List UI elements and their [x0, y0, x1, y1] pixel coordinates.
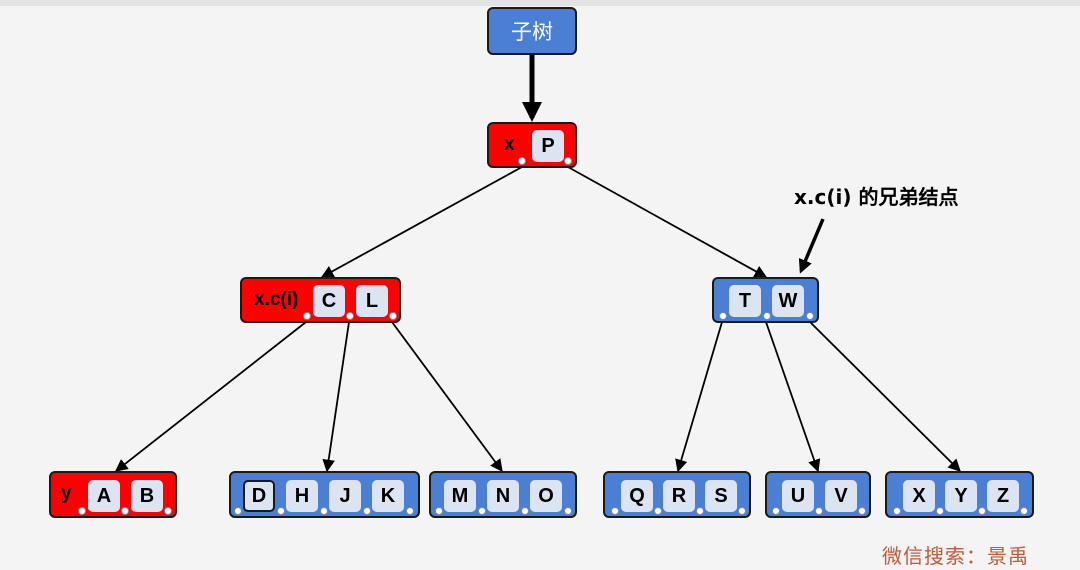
child-pointer	[406, 507, 414, 515]
sibling-annotation: x.c(i) 的兄弟结点	[794, 185, 959, 209]
child-pointer	[164, 507, 172, 515]
top-border	[0, 0, 1080, 6]
child-pointer	[719, 312, 727, 320]
node-label: x	[504, 134, 515, 155]
node-x: x P	[487, 122, 577, 168]
annotation-arrow	[798, 218, 825, 274]
node-qrs: Q R S	[603, 471, 751, 518]
key-r: R	[663, 480, 695, 512]
child-pointer	[763, 312, 771, 320]
key-q: Q	[621, 480, 653, 512]
child-pointer	[564, 157, 572, 165]
key-a: A	[88, 480, 120, 512]
edge-xc-to-y	[115, 321, 307, 472]
child-pointer	[518, 157, 526, 165]
key-k: K	[372, 480, 404, 512]
child-pointer	[858, 507, 866, 515]
edge-sib-to-qrs	[675, 321, 723, 473]
node-xyz: X Y Z	[885, 471, 1034, 518]
node-y: y A B	[49, 471, 177, 518]
key-n: N	[487, 480, 519, 512]
key-j: J	[329, 480, 361, 512]
key-x: X	[903, 480, 935, 512]
key-u: U	[782, 480, 814, 512]
child-pointer	[978, 507, 986, 515]
child-pointer	[893, 507, 901, 515]
child-pointer	[435, 507, 443, 515]
node-mno: M N O	[429, 471, 577, 518]
watermark: 微信搜索：景禹	[882, 544, 1029, 568]
child-pointer	[78, 507, 86, 515]
node-label: y	[61, 483, 72, 504]
key-c: C	[313, 285, 345, 317]
key-o: O	[530, 480, 562, 512]
node-label: x.c(i)	[254, 289, 299, 310]
key-l: L	[356, 285, 388, 317]
child-pointer	[738, 507, 746, 515]
child-pointer	[389, 312, 397, 320]
key-h: H	[286, 480, 318, 512]
child-pointer	[611, 507, 619, 515]
key-b: B	[131, 480, 163, 512]
child-pointer	[1020, 507, 1028, 515]
child-pointer	[234, 507, 242, 515]
edge-sib-to-uv	[765, 321, 821, 473]
edge-xc-to-mno	[391, 321, 503, 473]
child-pointer	[346, 312, 354, 320]
child-pointer	[277, 507, 285, 515]
child-pointer	[303, 312, 311, 320]
node-sibling: T W	[712, 277, 819, 323]
child-pointer	[320, 507, 328, 515]
key-d: D	[243, 480, 275, 512]
node-dhjk: D H J K	[229, 471, 420, 518]
edge-x-to-sibling	[567, 166, 768, 278]
edge-xc-to-dhjk	[322, 321, 350, 473]
key-s: S	[705, 480, 737, 512]
child-pointer	[363, 507, 371, 515]
key-y: Y	[945, 480, 977, 512]
child-pointer	[478, 507, 486, 515]
edge-sib-to-xyz	[809, 321, 961, 472]
child-pointer	[936, 507, 944, 515]
key-m: M	[444, 480, 476, 512]
child-pointer	[815, 507, 823, 515]
child-pointer	[564, 507, 572, 515]
edge-x-to-xc	[320, 166, 523, 278]
child-pointer	[521, 507, 529, 515]
node-uv: U V	[765, 471, 871, 518]
child-pointer	[806, 312, 814, 320]
node-xc: x.c(i) C L	[240, 277, 401, 323]
child-pointer	[654, 507, 662, 515]
key-z: Z	[987, 480, 1019, 512]
child-pointer	[696, 507, 704, 515]
child-pointer	[772, 507, 780, 515]
key-v: V	[825, 480, 857, 512]
subtree-root-node: 子树	[487, 7, 577, 55]
key-p: P	[532, 130, 564, 162]
key-w: W	[772, 285, 804, 317]
child-pointer	[121, 507, 129, 515]
key-t: T	[729, 285, 761, 317]
